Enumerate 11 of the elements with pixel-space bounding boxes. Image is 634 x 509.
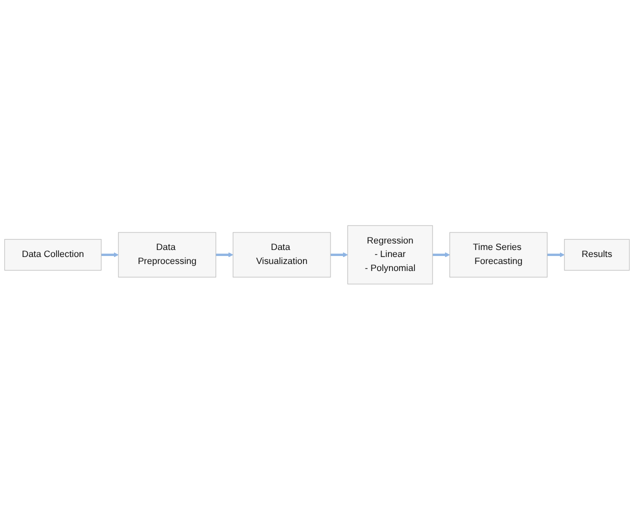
arrow [547, 252, 565, 258]
node-box: Data Preprocessing [118, 232, 216, 278]
arrow [101, 252, 119, 258]
node-box: Data Visualization [232, 232, 331, 278]
arrow [216, 252, 234, 258]
node-box: Data Collection [4, 238, 102, 270]
node-box: Regression - Linear - Polynomial [347, 224, 433, 284]
arrow [432, 252, 450, 258]
node-box: Time Series Forecasting [449, 232, 548, 278]
arrow [330, 252, 348, 258]
node-box: Results [564, 238, 630, 270]
